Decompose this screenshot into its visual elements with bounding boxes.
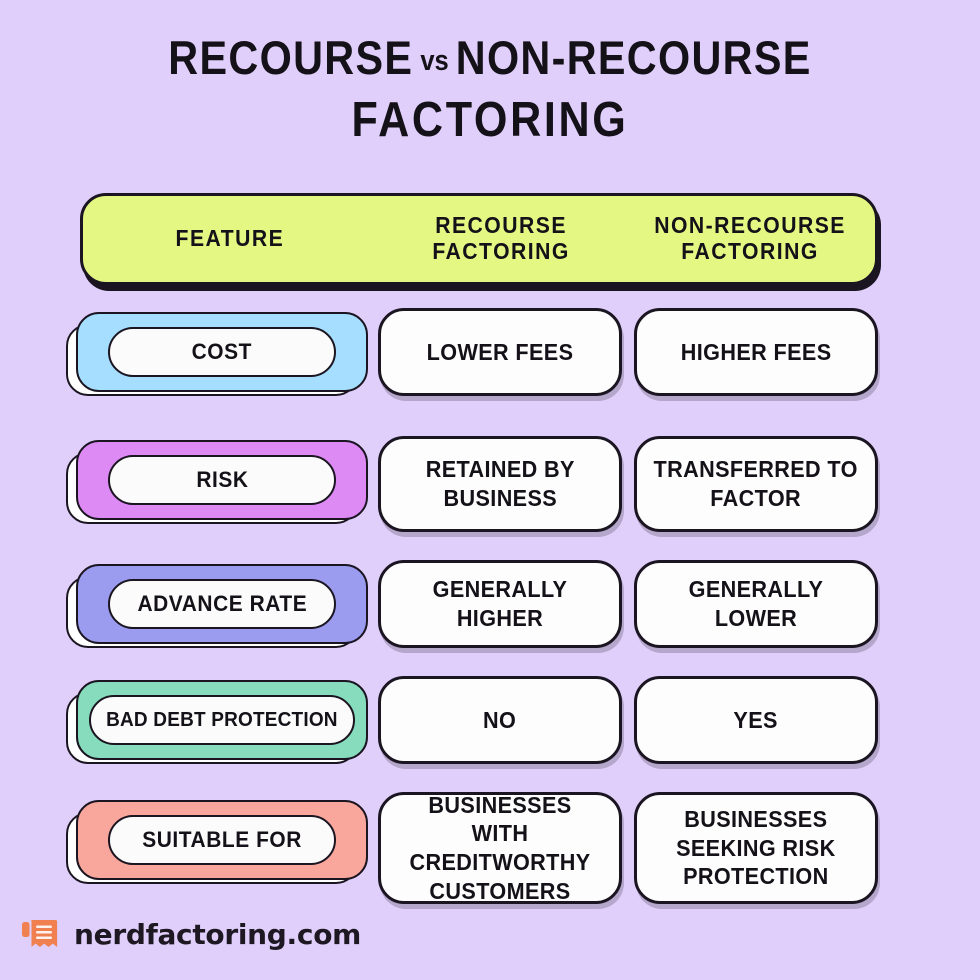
column-header-recourse-line2: FACTORING (432, 238, 570, 264)
value-line: SEEKING RISK (676, 834, 836, 861)
recourse-value-card: GENERALLY HIGHER (378, 560, 622, 648)
feature-label: SUITABLE FOR (142, 827, 302, 852)
recourse-value-card-text: NO (474, 706, 526, 735)
feature-chip-inner: RISK (108, 455, 336, 505)
brand-name: nerdfactoring.com (74, 917, 361, 951)
invoice-receipt-icon (20, 914, 60, 954)
table-row: BAD DEBT PROTECTION NO YES (0, 676, 980, 784)
column-header-feature: FEATURE (175, 225, 285, 252)
value-line: TRANSFERRED TO (653, 456, 859, 483)
nonrecourse-value-card-text: YES (724, 706, 787, 735)
feature-chip-accent: ADVANCE RATE (76, 564, 368, 644)
column-header-nonrecourse-line2: FACTORING (681, 238, 819, 264)
title-vs: vs (420, 45, 449, 77)
feature-chip-inner: COST (108, 327, 336, 377)
value-line: BUSINESSES (684, 806, 828, 833)
nonrecourse-value-card: YES (634, 676, 878, 764)
title-line-2: FACTORING (351, 92, 629, 147)
nonrecourse-value-card: GENERALLY LOWER (634, 560, 878, 648)
feature-label: BAD DEBT PROTECTION (106, 708, 338, 731)
column-header-recourse-line1: RECOURSE (434, 212, 567, 239)
value-line: CREDITWORTHY (409, 849, 591, 875)
feature-chip-inner: ADVANCE RATE (108, 579, 336, 629)
value-line: BUSINESS (443, 485, 557, 511)
value-line: GENERALLY LOWER (688, 576, 824, 631)
value-line: LOWER FEES (426, 338, 574, 365)
feature-chip-inner: BAD DEBT PROTECTION (89, 695, 355, 745)
table-row: COST LOWER FEES HIGHER FEES (0, 308, 980, 416)
value-line: FACTOR (710, 485, 802, 511)
column-header-nonrecourse-line1: NON-RECOURSE (654, 212, 846, 239)
value-line: GENERALLY HIGHER (432, 576, 568, 631)
table-row: ADVANCE RATE GENERALLY HIGHER GENERALLY LO… (0, 560, 980, 668)
recourse-value-card-text: LOWER FEES (417, 338, 582, 367)
nonrecourse-value-card-text: HIGHER FEES (671, 338, 841, 367)
value-line: RETAINED BY (425, 456, 575, 483)
feature-label: COST (191, 339, 253, 364)
recourse-value-card: NO (378, 676, 622, 764)
feature-label: RISK (195, 467, 249, 492)
nonrecourse-value-card: HIGHER FEES (634, 308, 878, 396)
feature-chip-accent: COST (76, 312, 368, 392)
nonrecourse-value-card-text: GENERALLY LOWER (644, 575, 868, 632)
feature-chip-accent: RISK (76, 440, 368, 520)
column-header-recourse: RECOURSE FACTORING (387, 212, 615, 265)
feature-label: ADVANCE RATE (137, 591, 307, 616)
footer-brand: nerdfactoring.com (20, 914, 361, 954)
title-nonrecourse: NON-RECOURSE (455, 31, 812, 84)
value-line: BUSINESSES WITH (428, 791, 572, 847)
title-recourse: RECOURSE (168, 31, 414, 84)
table-header-row: FEATURE RECOURSE FACTORING NON-RECOURSE … (80, 193, 881, 291)
feature-chip-accent: BAD DEBT PROTECTION (76, 680, 368, 760)
value-line: NO (483, 706, 517, 733)
recourse-value-card-text: GENERALLY HIGHER (388, 575, 612, 632)
header-pill: FEATURE RECOURSE FACTORING NON-RECOURSE … (80, 193, 878, 285)
column-header-nonrecourse: NON-RECOURSE FACTORING (635, 212, 865, 265)
value-line: PROTECTION (683, 863, 829, 890)
value-line: YES (733, 706, 779, 733)
value-line: CUSTOMERS (429, 877, 571, 904)
value-line: HIGHER FEES (680, 338, 832, 365)
recourse-value-card: LOWER FEES (378, 308, 622, 396)
feature-chip-inner: SUITABLE FOR (108, 815, 336, 865)
feature-chip-accent: SUITABLE FOR (76, 800, 368, 880)
